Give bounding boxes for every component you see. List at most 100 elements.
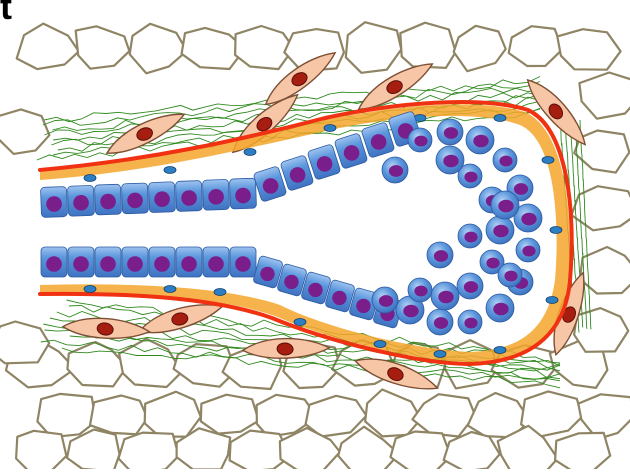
epithelial-cell (176, 247, 202, 277)
epithelial-cell (68, 247, 94, 277)
cell-nucleus (181, 256, 197, 272)
epithelial-cell (427, 309, 453, 335)
cell-nucleus (100, 256, 116, 272)
myoepithelial-nucleus (164, 167, 176, 174)
cell-nucleus (127, 256, 143, 272)
cell-nucleus (154, 256, 170, 272)
myoepithelial-nucleus (244, 149, 256, 156)
cell-nucleus (464, 318, 477, 329)
cell-nucleus (522, 246, 535, 257)
myoepithelial-nucleus (84, 175, 96, 182)
cell-nucleus (493, 225, 508, 238)
stromal-cell (557, 29, 620, 69)
cell-nucleus (464, 172, 477, 183)
epithelial-cell (229, 178, 256, 209)
epithelial-cell (94, 184, 121, 215)
cell-nucleus (46, 256, 62, 272)
epithelial-cell (230, 247, 256, 277)
epithelial-cell (436, 146, 464, 174)
epithelial-cell (437, 119, 463, 145)
epithelial-cell (40, 187, 67, 218)
epithelial-cell (408, 128, 432, 152)
epithelial-cell (382, 157, 408, 183)
cell-nucleus (403, 305, 418, 318)
epithelial-cell (486, 216, 514, 244)
epithelial-cell (203, 247, 229, 277)
stromal-cell (90, 396, 148, 435)
stromal-cell (509, 26, 563, 66)
epithelial-cell (486, 294, 514, 322)
myoepithelial-nucleus (164, 286, 176, 293)
cell-nucleus (504, 271, 517, 282)
myoepithelial-nucleus (550, 227, 562, 234)
cell-nucleus (414, 136, 427, 147)
cell-nucleus (208, 256, 224, 272)
stromal-cell (145, 392, 201, 437)
cell-nucleus (473, 135, 488, 148)
myoepithelial-nucleus (434, 351, 446, 358)
cell-nucleus (389, 165, 403, 177)
cell-nucleus (434, 317, 448, 329)
epithelial-cell (498, 263, 522, 287)
stromal-cell (579, 73, 630, 119)
cell-nucleus (434, 250, 448, 262)
myoepithelial-nucleus (84, 286, 96, 293)
stromal-cell (119, 433, 179, 469)
epithelial-cell (121, 183, 148, 214)
cell-nucleus (464, 281, 478, 293)
myoepithelial-nucleus (294, 319, 306, 326)
stromal-cell (400, 23, 455, 68)
epithelial-cell (175, 181, 202, 212)
epithelial-cell (122, 247, 148, 277)
fibroblast (62, 311, 150, 347)
epithelial-cell (307, 144, 341, 181)
epithelial-cell (148, 182, 175, 213)
stromal-cell (37, 394, 95, 437)
stromal-cell (130, 24, 187, 74)
epithelial-cell (361, 122, 395, 159)
cell-nucleus (443, 155, 458, 168)
stromal-cell (201, 395, 259, 434)
stromal-cell (346, 22, 402, 73)
stromal-cell (391, 432, 451, 470)
epithelial-cell (149, 247, 175, 277)
stromal-cell (235, 26, 294, 69)
cell-nucleus (235, 256, 251, 272)
epithelial-cell (334, 133, 368, 170)
epithelial-cell (427, 242, 453, 268)
epithelial-cell (41, 247, 67, 277)
cell-nucleus (444, 127, 458, 139)
stromal-cell (17, 24, 79, 70)
cell-nucleus (493, 303, 508, 316)
epithelial-cell (202, 179, 229, 210)
stromal-cell (16, 431, 66, 469)
stromal-cell (0, 322, 49, 364)
epithelial-cell (493, 148, 517, 172)
stromal-cell (365, 390, 421, 437)
myoepithelial-nucleus (494, 115, 506, 122)
myoepithelial-nucleus (214, 289, 226, 296)
cell-nucleus (464, 232, 477, 243)
stromal-cell (454, 26, 506, 71)
cell-nucleus (486, 258, 499, 269)
epithelial-cell (408, 278, 432, 302)
epithelial-cell (491, 191, 519, 219)
epithelial-cell (280, 155, 314, 192)
stromal-cell (67, 342, 127, 386)
epithelial-cell (67, 185, 94, 216)
cell-nucleus (498, 200, 513, 213)
epithelial-cell (431, 282, 459, 310)
cell-nucleus (379, 295, 393, 307)
cell-nucleus (499, 156, 512, 167)
epithelial-cell (457, 273, 483, 299)
myoepithelial-nucleus (542, 157, 554, 164)
epithelial-cell (458, 310, 482, 334)
epithelial-cell (253, 166, 287, 203)
stromal-cell (0, 109, 49, 153)
epithelial-cell (95, 247, 121, 277)
stromal-cell (444, 432, 500, 469)
myoepithelial-nucleus (324, 125, 336, 132)
cell-nucleus (521, 213, 536, 226)
epithelial-cell (372, 287, 398, 313)
